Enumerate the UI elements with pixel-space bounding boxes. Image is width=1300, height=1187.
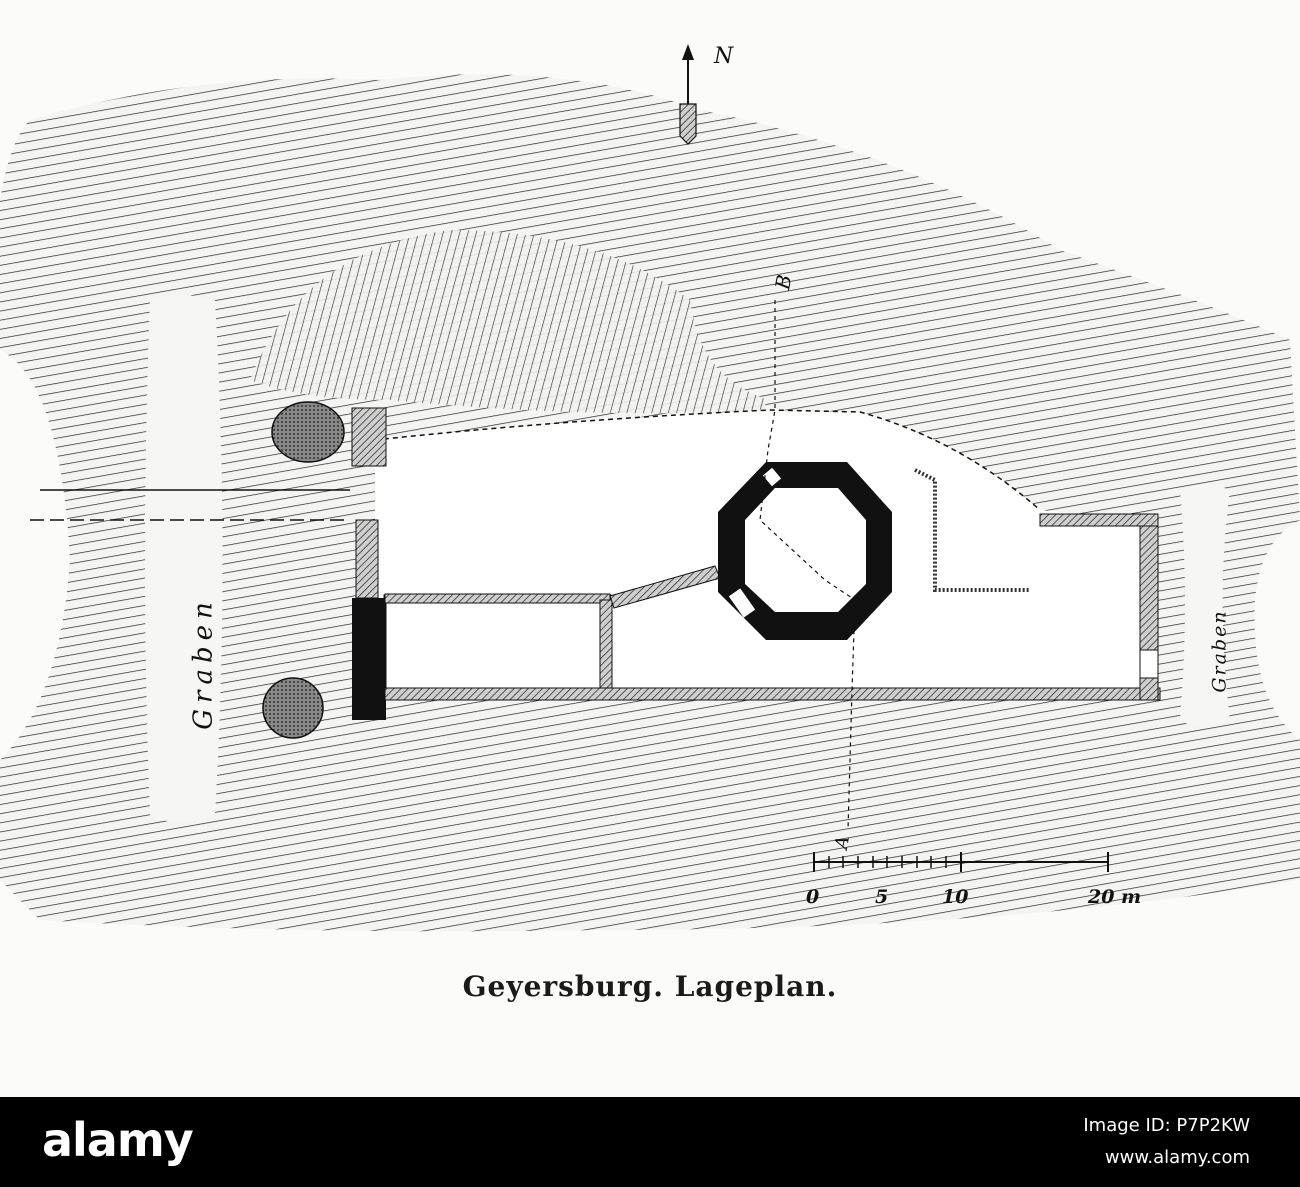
tower-southwest xyxy=(262,677,324,739)
map-caption: Geyersburg. Lageplan. xyxy=(462,970,838,1003)
watermark-url: www.alamy.com xyxy=(1104,1147,1250,1168)
watermark-image-id: Image ID: P7P2KW xyxy=(1083,1115,1250,1136)
west-wall-mid xyxy=(355,519,379,599)
section-line xyxy=(759,300,856,831)
moat-label-left: Graben xyxy=(188,596,219,730)
east-wall-gap xyxy=(1139,649,1159,679)
building-wall-inner xyxy=(599,599,613,693)
scale-tick-label: 0 xyxy=(806,886,820,908)
north-east-wall xyxy=(1039,513,1159,527)
scale-tick-label: 10 xyxy=(942,886,969,908)
west-wall-lower xyxy=(352,598,386,720)
keep-octagon-inner xyxy=(745,488,866,612)
north-label: N xyxy=(714,44,734,69)
watermark-bar: alamy Image ID: P7P2KW www.alamy.com xyxy=(0,1097,1300,1187)
site-plan: N B A Graben Graben 0 5 10 20 m Geyersbu… xyxy=(0,44,1300,1003)
courtyard-edge xyxy=(374,409,1041,511)
building-wall-top xyxy=(384,593,611,604)
terrain-slope-inner xyxy=(250,230,770,414)
keep-window-north xyxy=(762,467,782,487)
moat-label-right: Graben xyxy=(1208,609,1231,693)
tower-northwest xyxy=(271,401,345,463)
inner-terrace xyxy=(914,468,1030,592)
scale-tick-label: 5 xyxy=(875,886,889,908)
scale-bar xyxy=(813,852,1109,872)
west-wall-upper xyxy=(351,407,387,467)
plan-drawing xyxy=(0,44,1300,932)
moat-left xyxy=(145,295,223,823)
north-arrow xyxy=(679,44,697,145)
scale-tick-label: 20 m xyxy=(1088,886,1142,908)
building-outline xyxy=(383,594,612,694)
south-wall xyxy=(384,687,1161,701)
keep-door-west xyxy=(728,588,756,618)
moat-right xyxy=(1180,485,1230,728)
watermark-logo: alamy xyxy=(42,1113,194,1167)
